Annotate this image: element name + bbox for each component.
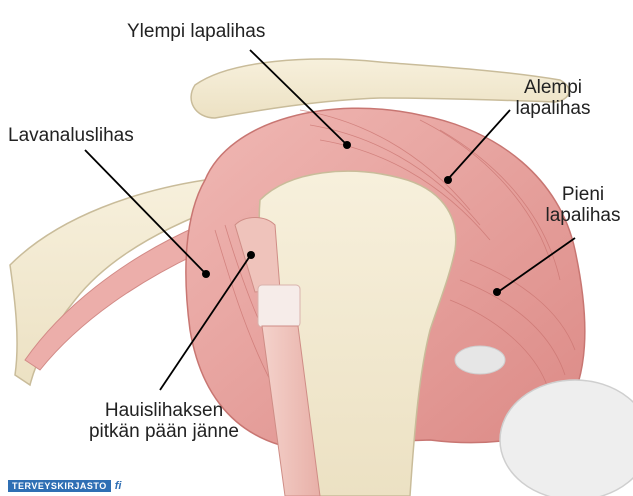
dot-biceps xyxy=(247,251,255,259)
label-teres-minor: Pieni lapalihas xyxy=(538,184,628,226)
dot-teres-minor xyxy=(493,288,501,296)
source-badge-text: TERVEYSKIRJASTO xyxy=(8,480,111,492)
label-teres-minor-line2: lapalihas xyxy=(538,205,628,226)
label-infraspinatus-line2: lapalihas xyxy=(498,98,608,119)
label-biceps-line1: Hauislihaksen xyxy=(64,400,264,421)
source-badge: TERVEYSKIRJASTO fi xyxy=(8,479,121,493)
transverse-ligament xyxy=(258,285,300,327)
dot-subscapularis xyxy=(202,270,210,278)
label-supraspinatus: Ylempi lapalihas xyxy=(127,21,265,42)
label-teres-minor-line1: Pieni xyxy=(538,184,628,205)
dot-infraspinatus xyxy=(444,176,452,184)
label-infraspinatus-line1: Alempi xyxy=(498,77,608,98)
label-subscapularis: Lavanaluslihas xyxy=(8,125,134,146)
dot-supraspinatus xyxy=(343,141,351,149)
label-biceps-tendon: Hauislihaksen pitkän pään jänne xyxy=(64,400,264,442)
source-badge-mark: fi xyxy=(115,480,122,492)
glenoid-cartilage-small xyxy=(455,346,505,374)
label-biceps-line2: pitkän pään jänne xyxy=(64,421,264,442)
label-infraspinatus: Alempi lapalihas xyxy=(498,77,608,119)
